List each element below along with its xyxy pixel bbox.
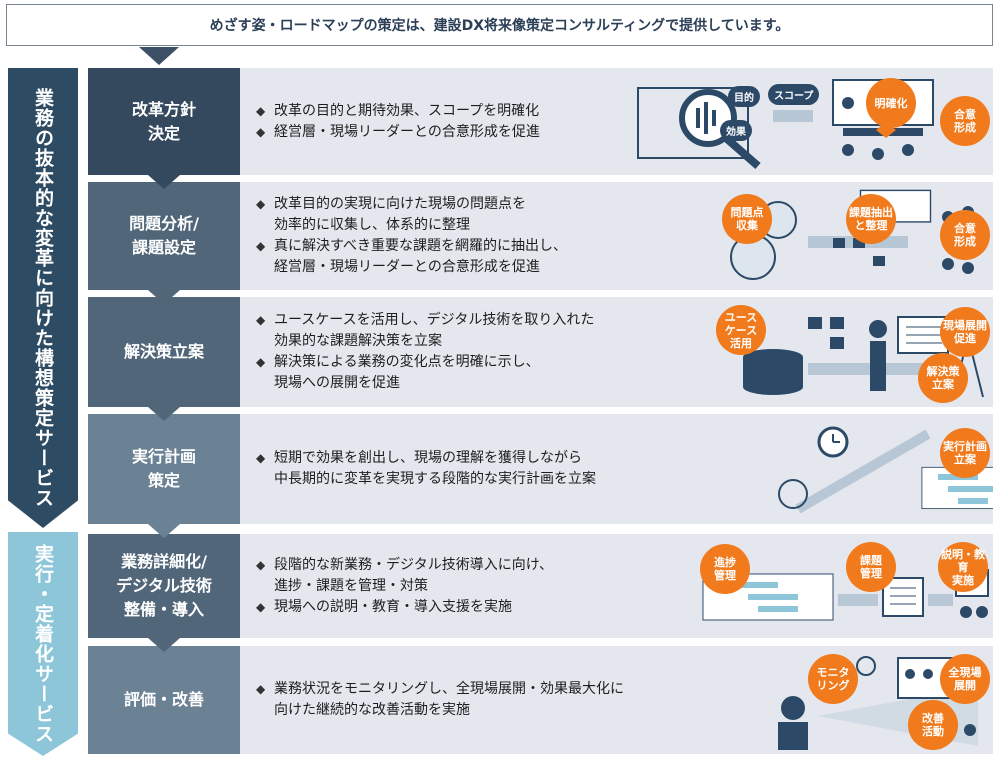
- diamond-icon: ◆: [256, 124, 266, 139]
- badge-deploy: 現場展開 促進: [940, 307, 990, 357]
- row-execution-plan: 実行計画 策定 ◆短期で効果を創出し、現場の理解を獲得しながら 中長期的に変革を…: [88, 414, 1000, 538]
- badge-improvement: 改善 活動: [908, 700, 958, 750]
- diamond-icon: ◆: [256, 355, 266, 369]
- step-policy: 改革方針 決定: [88, 68, 240, 189]
- illustration-evaluation: モニタ リング 改善 活動 全現場 展開: [608, 646, 993, 754]
- bullet: ◆業務状況をモニタリングし、全現場展開・効果最大化に 向けた継続的な改善活動を実…: [256, 679, 676, 721]
- analysis-illustration: [730, 189, 974, 280]
- desc-policy: ◆改革の目的と期待効果、スコープを明確化 ◆経営層・現場リーダーとの合意形成を促…: [256, 68, 676, 175]
- solution-illustration: [743, 316, 984, 398]
- step-execution-plan: 実行計画 策定: [88, 414, 240, 538]
- step-evaluation: 評価・改善: [88, 646, 240, 754]
- badge-plan-solution: 解決策 立案: [918, 353, 968, 403]
- bullet: ◆解決策による業務の変化点を明確に示し、 現場への展開を促進: [256, 352, 676, 394]
- step-implementation: 業務詳細化/ デジタル技術 整備・導入: [88, 534, 240, 652]
- badge-issues: 課題 管理: [846, 542, 896, 592]
- desc-execution-plan: ◆短期で効果を創出し、現場の理解を獲得しながら 中長期的に変革を実現する段階的な…: [256, 414, 676, 524]
- desc-analysis: ◆改革目的の実現に向けた現場の問題点を 効率的に収集し、体系的に整理 ◆真に解決…: [256, 182, 676, 290]
- bullet: ◆短期で効果を創出し、現場の理解を獲得しながら 中長期的に変革を実現する段階的な…: [256, 448, 676, 490]
- bullet: ◆経営層・現場リーダーとの合意形成を促進: [256, 122, 676, 143]
- band-concept-service: 業務の抜本的な変革に向けた構想策定サービス: [8, 68, 78, 528]
- bullet: ◆真に解決すべき重要な課題を網羅的に抽出し、 経営層・現場リーダーとの合意形成を…: [256, 236, 676, 278]
- badge-monitoring: モニタ リング: [808, 654, 858, 704]
- diamond-icon: ◆: [256, 557, 266, 572]
- illustration-policy: 目的 スコープ 効果 明確化 合意 形成: [608, 68, 993, 175]
- row-policy: 改革方針 決定 ◆改革の目的と期待効果、スコープを明確化 ◆経営層・現場リーダー…: [88, 68, 993, 189]
- illustration-execution-plan: 実行計画 立案: [608, 414, 1000, 524]
- badge-consensus: 合意 形成: [940, 96, 990, 146]
- row-analysis: 問題分析/ 課題設定 ◆改革目的の実現に向けた現場の問題点を 効率的に収集し、体…: [88, 182, 993, 304]
- diamond-icon: ◆: [256, 197, 266, 211]
- step-analysis: 問題分析/ 課題設定: [88, 182, 240, 304]
- desc-implementation: ◆段階的な新業務・デジタル技術導入に向け、 進捗・課題を管理・対策 ◆現場への説…: [256, 534, 676, 638]
- diamond-icon: ◆: [256, 451, 266, 465]
- tag-scope: スコープ: [768, 84, 820, 105]
- band-execution-service: 実行・定着化サービス: [8, 532, 78, 756]
- step-solution: 解決策立案: [88, 297, 240, 421]
- badge-extract: 課題抽出 と整理: [846, 194, 896, 244]
- bullet: ◆改革目的の実現に向けた現場の問題点を 効率的に収集し、体系的に整理: [256, 194, 676, 236]
- bullet: ◆改革の目的と期待効果、スコープを明確化: [256, 101, 676, 122]
- desc-solution: ◆ユースケースを活用し、デジタル技術を取り入れた 効果的な課題解決策を立案 ◆解…: [256, 297, 676, 407]
- badge-consensus-2: 合意 形成: [940, 210, 990, 260]
- bullet: ◆段階的な新業務・デジタル技術導入に向け、 進捗・課題を管理・対策: [256, 555, 676, 597]
- bullet: ◆現場への説明・教育・導入支援を実施: [256, 597, 676, 618]
- tag-effect: 効果: [720, 120, 752, 141]
- diamond-icon: ◆: [256, 599, 266, 614]
- badge-usecase: ユース ケース 活用: [716, 305, 766, 355]
- band-concept-label: 業務の抜本的な変革に向けた構想策定サービス: [32, 88, 54, 508]
- implementation-illustration: [702, 569, 989, 621]
- bullet: ◆ユースケースを活用し、デジタル技術を取り入れた 効果的な課題解決策を立案: [256, 310, 676, 352]
- badge-progress: 進捗 管理: [700, 544, 750, 594]
- badge-collect: 問題点 収集: [722, 194, 772, 244]
- illustration-analysis: 問題点 収集 課題抽出 と整理 合意 形成: [608, 182, 993, 290]
- band-execution-label: 実行・定着化サービス: [32, 544, 54, 744]
- desc-evaluation: ◆業務状況をモニタリングし、全現場展開・効果最大化に 向けた継続的な改善活動を実…: [256, 646, 676, 754]
- row-implementation: 業務詳細化/ デジタル技術 整備・導入 ◆段階的な新業務・デジタル技術導入に向け…: [88, 534, 993, 652]
- row-solution: 解決策立案 ◆ユースケースを活用し、デジタル技術を取り入れた 効果的な課題解決策…: [88, 297, 993, 421]
- diamond-icon: ◆: [256, 239, 266, 253]
- badge-rollout: 全現場 展開: [940, 654, 990, 704]
- badge-clarify: 明確化: [866, 78, 916, 128]
- top-banner: めざす姿・ロードマップの策定は、建設DX将来像策定コンサルティングで提供していま…: [6, 4, 993, 46]
- badge-education: 説明・教育 実施: [938, 542, 988, 592]
- banner-arrow: [139, 47, 179, 65]
- diamond-icon: ◆: [256, 313, 266, 327]
- roadmap-illustration: [778, 426, 1000, 514]
- diamond-icon: ◆: [256, 103, 266, 118]
- badge-exec-plan: 実行計画 立案: [940, 428, 990, 478]
- illustration-implementation: 進捗 管理 課題 管理 説明・教育 実施: [608, 534, 993, 638]
- tag-purpose: 目的: [728, 86, 760, 107]
- diamond-icon: ◆: [256, 682, 266, 696]
- illustration-solution: ユース ケース 活用 解決策 立案 現場展開 促進: [608, 297, 993, 407]
- row-evaluation: 評価・改善 ◆業務状況をモニタリングし、全現場展開・効果最大化に 向けた継続的な…: [88, 646, 993, 754]
